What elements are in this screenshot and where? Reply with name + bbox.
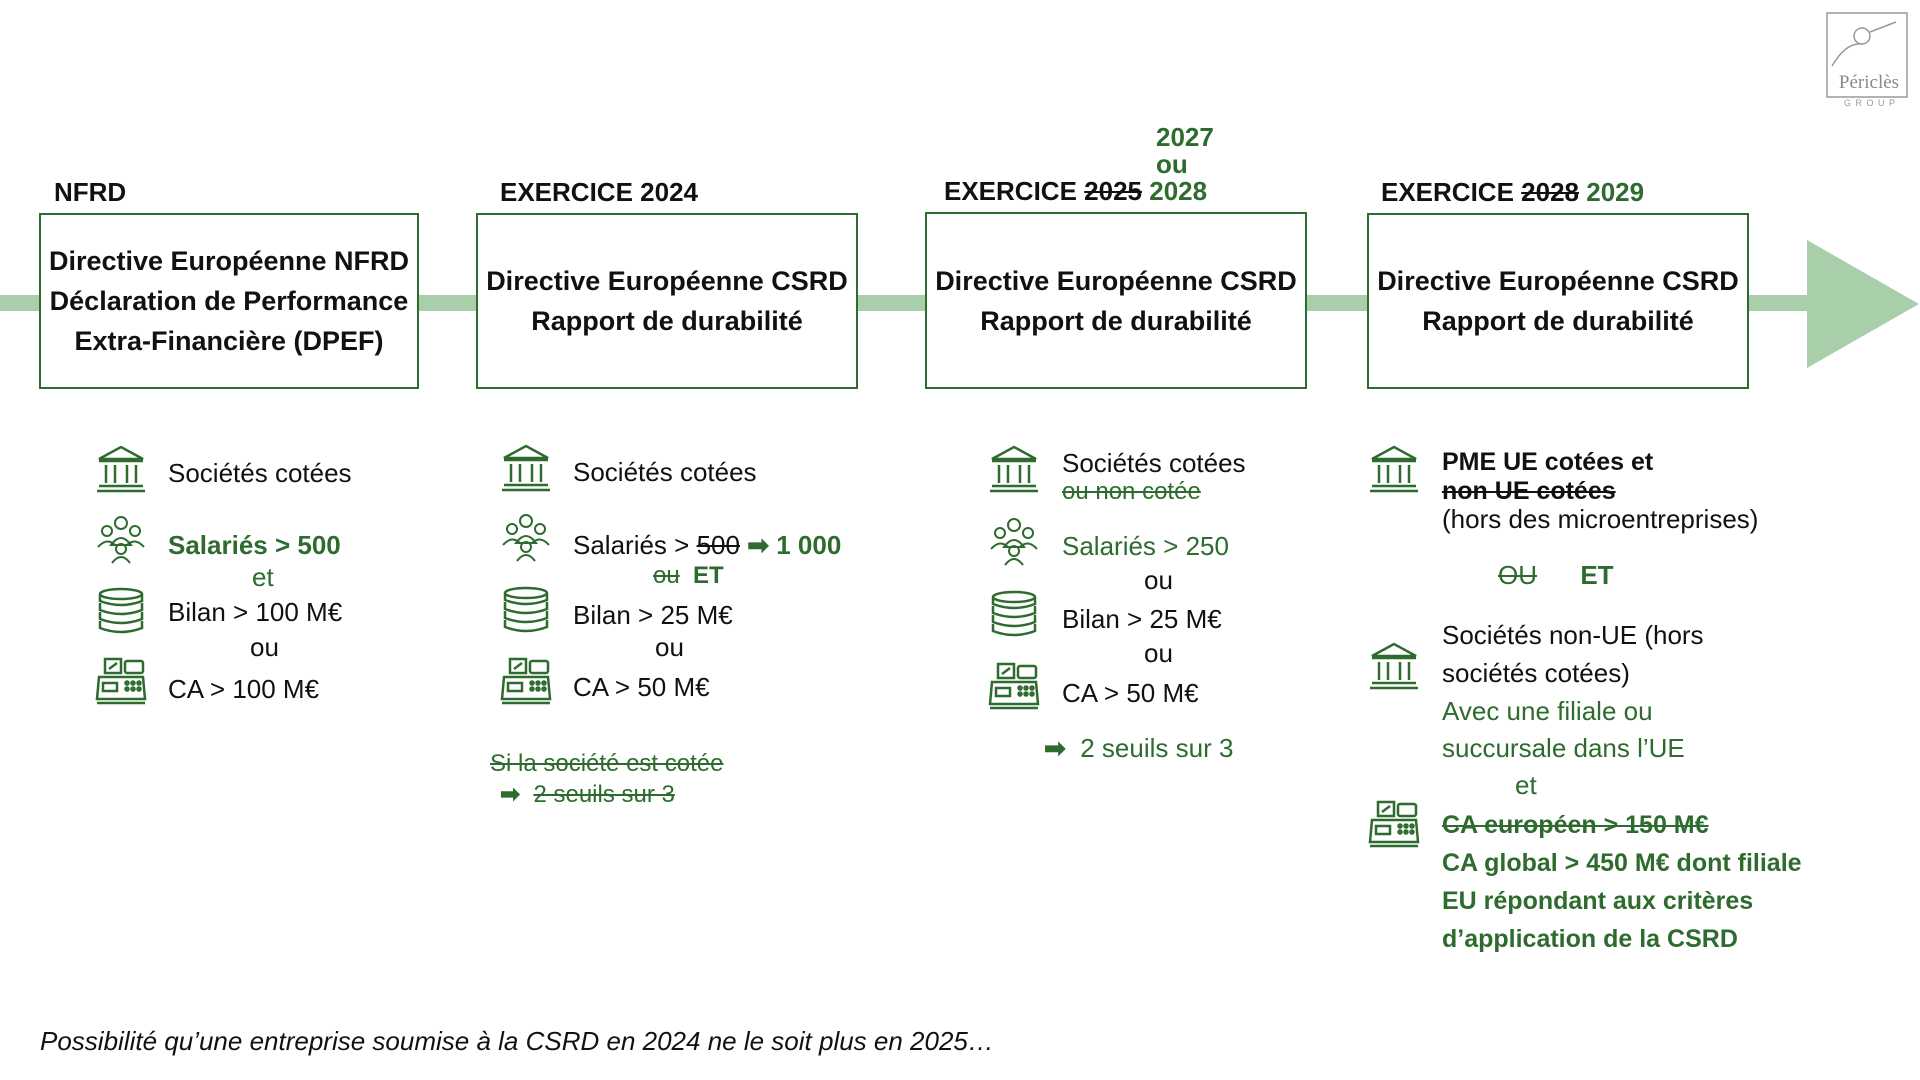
col2-or-struck: ou xyxy=(653,562,680,589)
col2-or-and: ou ET xyxy=(653,562,724,590)
col4-ca-new3: d’application de la CSRD xyxy=(1442,925,1738,953)
logo-name: Périclès xyxy=(1838,72,1900,93)
col1-listed: Sociétés cotées xyxy=(168,458,352,488)
col2-revenue: CA > 50 M€ xyxy=(573,672,710,702)
col1-or1: ou xyxy=(250,632,279,662)
col3-header-new-top: 2027 xyxy=(1156,122,1214,152)
timeline-arrow-line xyxy=(0,295,1820,311)
coins-icon xyxy=(500,585,552,637)
cash-register-icon xyxy=(95,655,147,707)
arrow-right-icon: ➡ xyxy=(747,530,769,560)
arrow-right-icon: ➡ xyxy=(500,781,521,808)
timeline-arrow-head xyxy=(1807,240,1919,368)
col3-or2: ou xyxy=(1144,638,1173,668)
col3-listed-struck: ou non cotée xyxy=(1062,478,1201,505)
col4-box-line1: Directive Européenne CSRD xyxy=(1377,266,1739,296)
col4-and-new: ET xyxy=(1580,560,1614,590)
col3-box-line2: Rapport de durabilité xyxy=(980,305,1252,336)
col3-revenue: CA > 50 M€ xyxy=(1062,678,1199,708)
col4-box-line2: Rapport de durabilité xyxy=(1422,306,1694,336)
bank-icon xyxy=(988,443,1040,495)
col2-balance: Bilan > 25 M€ xyxy=(573,600,733,630)
col4-ca-new2: EU répondant aux critères xyxy=(1442,887,1754,915)
bank-icon xyxy=(95,443,147,495)
coins-icon xyxy=(988,589,1040,641)
col2-box-line1: Directive Européenne CSRD xyxy=(486,266,848,296)
logo-subtitle: G R O U P xyxy=(1843,98,1896,108)
col1-box-line1: Directive Européenne NFRD xyxy=(48,246,410,276)
col2-employees: Salariés > 500 ➡ 1 000 xyxy=(573,530,841,561)
col2-struck-thresholds-row: ➡ 2 seuils sur 3 xyxy=(500,780,675,809)
coins-icon xyxy=(95,586,147,638)
col4-header-new: 2029 xyxy=(1586,177,1645,207)
col1-box: Directive Européenne NFRD Déclaration de… xyxy=(39,213,419,389)
col3-thresholds-row: ➡ 2 seuils sur 3 xyxy=(1044,733,1233,764)
col4-or-and: OU ET xyxy=(1498,560,1614,591)
bank-icon xyxy=(1368,640,1420,692)
col1-and: et xyxy=(252,562,274,592)
col1-header: NFRD xyxy=(54,177,127,207)
col3-box-line1: Directive Européenne CSRD xyxy=(935,265,1297,296)
col4-box: Directive Européenne CSRD Rapport de dur… xyxy=(1367,213,1749,389)
col1-box-line2: Déclaration de Performance xyxy=(49,286,409,316)
col3-box: Directive Européenne CSRD Rapport de dur… xyxy=(925,212,1307,389)
col2-listed: Sociétés cotées xyxy=(573,457,757,487)
cash-register-icon xyxy=(988,660,1040,712)
people-icon xyxy=(500,511,552,563)
col4-ca-struck: CA européen > 150 M€ xyxy=(1442,811,1709,839)
col4-branch-line2: succursale dans l’UE xyxy=(1442,733,1685,763)
footnote: Possibilité qu’une entreprise soumise à … xyxy=(40,1026,994,1056)
bank-icon xyxy=(500,442,552,494)
col2-struck-listed: Si la société est cotée xyxy=(490,750,724,777)
col3-listed: Sociétés cotées xyxy=(1062,448,1246,478)
col2-box-line2: Rapport de durabilité xyxy=(531,306,803,336)
col1-revenue: CA > 100 M€ xyxy=(168,674,320,704)
col3-header-new-bottom: 2028 xyxy=(1149,176,1208,206)
col2-or1: ou xyxy=(655,632,684,662)
col4-sme-line2-struck: non UE cotées xyxy=(1442,477,1616,505)
col4-and2: et xyxy=(1515,770,1537,800)
col2-employees-prefix: Salariés > xyxy=(573,530,697,560)
col2-box: Directive Européenne CSRD Rapport de dur… xyxy=(476,213,858,389)
col3-header-new-mid: ou xyxy=(1156,149,1188,179)
col2-header: EXERCICE 2024 xyxy=(500,177,698,207)
col2-and-new: ET xyxy=(693,562,724,589)
col4-header-prefix: EXERCICE xyxy=(1381,177,1522,207)
col4-nonue-line2: sociétés cotées) xyxy=(1442,658,1630,688)
col3-header-old: 2025 xyxy=(1084,176,1142,206)
col4-branch-line1: Avec une filiale ou xyxy=(1442,696,1653,726)
col4-or-struck: OU xyxy=(1498,560,1537,590)
col3-header: EXERCICE 2025 2028 xyxy=(944,176,1207,207)
col3-balance: Bilan > 25 M€ xyxy=(1062,604,1222,634)
col1-balance: Bilan > 100 M€ xyxy=(168,597,343,627)
col2-employees-old: 500 xyxy=(696,530,740,560)
col2-employees-new: 1 000 xyxy=(776,530,842,560)
col4-header: EXERCICE 2028 2029 xyxy=(1381,177,1644,208)
bank-icon xyxy=(1368,443,1420,495)
col2-struck-thresholds: 2 seuils sur 3 xyxy=(533,781,675,808)
col3-or1: ou xyxy=(1144,565,1173,595)
pericles-logo: Périclès G R O U P xyxy=(1826,12,1914,110)
logo-mark xyxy=(1826,12,1908,98)
col1-box-line3: Extra-Financière (DPEF) xyxy=(74,326,384,356)
col3-thresholds: 2 seuils sur 3 xyxy=(1080,733,1234,763)
col4-sme-note: (hors des microentreprises) xyxy=(1442,504,1759,534)
col3-header-prefix: EXERCICE xyxy=(944,176,1085,206)
people-icon xyxy=(95,513,147,565)
people-icon xyxy=(988,515,1040,567)
cash-register-icon xyxy=(1368,798,1420,850)
col4-sme-line1: PME UE cotées et xyxy=(1442,448,1654,476)
cash-register-icon xyxy=(500,655,552,707)
col4-ca-new1: CA global > 450 M€ dont filiale xyxy=(1442,849,1802,877)
col4-nonue-line1: Sociétés non-UE (hors xyxy=(1442,620,1704,650)
col1-employees: Salariés > 500 xyxy=(168,530,341,560)
col3-employees: Salariés > 250 xyxy=(1062,531,1229,561)
arrow-right-icon: ➡ xyxy=(1044,733,1066,763)
col4-header-old: 2028 xyxy=(1521,177,1579,207)
